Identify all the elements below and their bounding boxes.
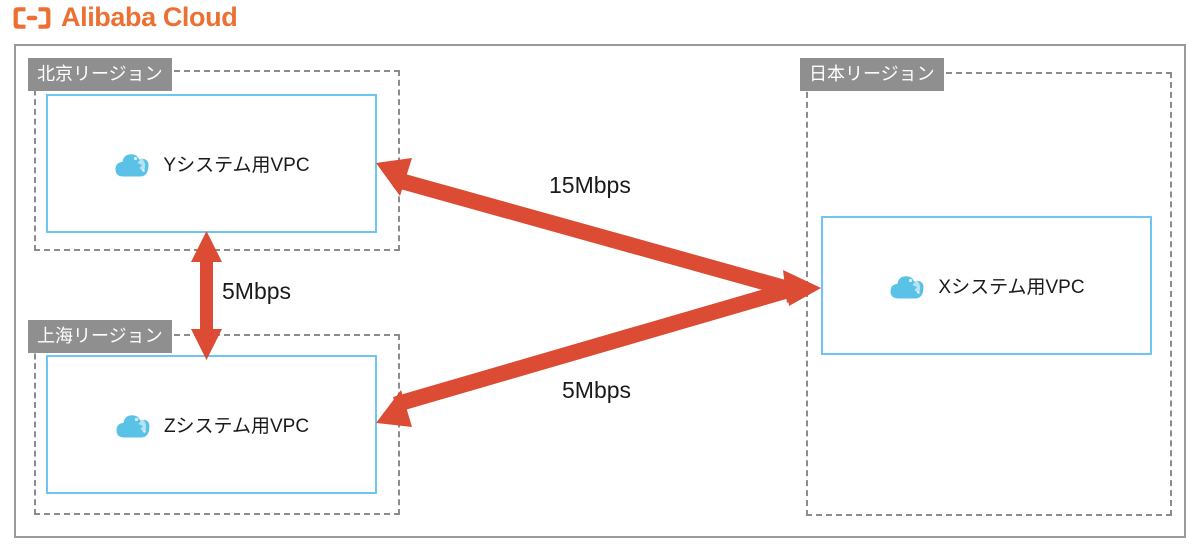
vpc-label-y: Yシステム用VPC — [163, 155, 310, 176]
bandwidth-label-z-to-x: 5Mbps — [562, 377, 632, 403]
brand-name: Alibaba Cloud — [61, 2, 238, 32]
vpc-label-x: Xシステム用VPC — [938, 277, 1085, 298]
cloud-icon — [115, 153, 149, 176]
bandwidth-label-y-to-z: 5Mbps — [222, 278, 292, 304]
vpc-box-x[interactable]: Xシステム用VPC — [821, 216, 1152, 355]
alibaba-cloud-brand: Alibaba Cloud — [12, 2, 238, 32]
vpc-label-z: Zシステム用VPC — [163, 416, 310, 437]
alibaba-cloud-logo-icon — [13, 6, 51, 29]
vpc-content-y: Yシステム用VPC — [48, 149, 375, 179]
vpc-box-y[interactable]: Yシステム用VPC — [46, 94, 377, 233]
region-label-beijing: 北京リージョン — [28, 58, 172, 91]
cloud-icon — [890, 275, 924, 298]
bandwidth-label-y-to-x: 15Mbps — [549, 172, 631, 198]
region-label-shanghai: 上海リージョン — [28, 320, 172, 353]
cloud-icon — [116, 414, 150, 437]
vpc-content-z: Zシステム用VPC — [48, 410, 375, 440]
vpc-box-z[interactable]: Zシステム用VPC — [46, 355, 377, 494]
vpc-content-x: Xシステム用VPC — [823, 271, 1150, 301]
region-label-japan: 日本リージョン — [800, 58, 944, 91]
